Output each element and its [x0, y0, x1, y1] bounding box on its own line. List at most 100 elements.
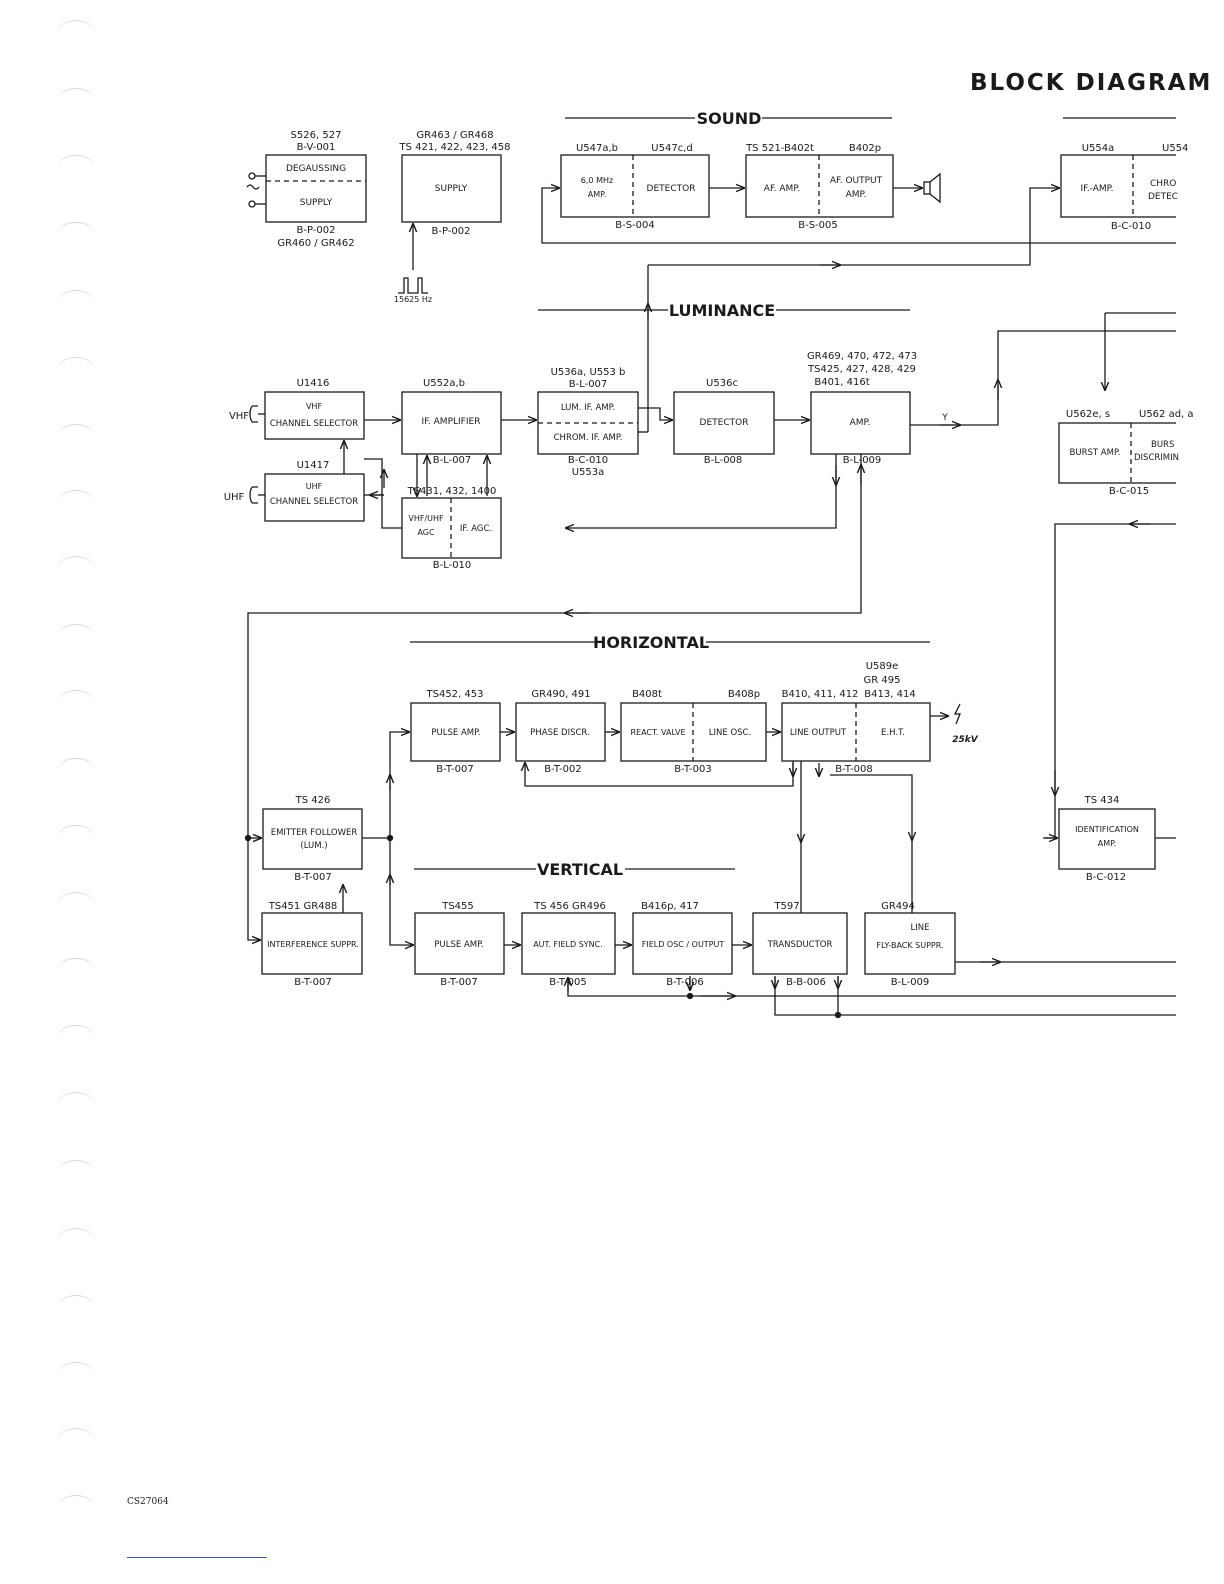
- block-ref: TS431, 432, 1400: [407, 486, 497, 497]
- punch-hole: [58, 1428, 94, 1451]
- transductor-block: [752, 912, 848, 975]
- block-ref: U562e, s: [1066, 409, 1110, 420]
- block-ref: B-P-002: [297, 225, 336, 236]
- block-label: IF. AMPLIFIER: [422, 417, 481, 427]
- punch-hole: [58, 155, 94, 178]
- block-ref: B-C-012: [1086, 872, 1126, 883]
- vhf-selector-block: [264, 391, 365, 440]
- block-ref: U554a: [1082, 143, 1115, 154]
- block-label: E.H.T.: [881, 728, 905, 738]
- block-ref: B-P-002: [432, 226, 471, 237]
- block-ref: T597: [773, 901, 799, 912]
- block-label: PULSE AMP.: [434, 940, 483, 950]
- block-label: LINE OUTPUT: [790, 728, 847, 738]
- punch-hole: [58, 1362, 94, 1385]
- block-label: FLY-BACK SUPPR.: [876, 941, 943, 950]
- if-amplifier-block: [401, 391, 502, 455]
- field-sync-block: [521, 912, 616, 975]
- block-ref: B-L-009: [843, 455, 882, 466]
- block-label: AUT. FIELD SYNC.: [533, 940, 603, 949]
- block-ref: B-L-008: [704, 455, 743, 466]
- mains-plug-icon: [246, 172, 266, 208]
- block-ref: GR463 / GR468: [416, 130, 493, 141]
- block-ref: U1417: [297, 460, 330, 471]
- block-ref: B-T-002: [544, 764, 581, 775]
- punch-hole: [58, 20, 94, 43]
- block-ref: TS425, 427, 428, 429: [807, 364, 916, 375]
- block-ref: TS 426: [295, 795, 331, 806]
- block-ref: B-T-006: [666, 977, 703, 988]
- section-horizontal: HORIZONTAL: [593, 633, 709, 652]
- block-ref: TS451 GR488: [268, 901, 338, 912]
- punch-hole: [58, 1228, 94, 1251]
- block-label: DEGAUSSING: [286, 164, 346, 174]
- block-label: DETEC: [1148, 192, 1178, 202]
- block-label: UHF: [306, 482, 323, 491]
- interference-block: [261, 912, 363, 975]
- block-label: BURST AMP.: [1070, 448, 1121, 458]
- block-ref: TS455: [441, 901, 474, 912]
- block-ref: U554: [1162, 143, 1188, 154]
- y-signal-label: Y: [941, 413, 948, 423]
- block-label: SUPPLY: [300, 198, 333, 208]
- punch-hole: [58, 958, 94, 981]
- block-label: LINE: [911, 923, 930, 933]
- footer-rule: [127, 1557, 267, 1558]
- block-ref: B408t: [632, 689, 662, 700]
- eht-voltage-label: 25kV: [952, 735, 979, 745]
- block-label: CHANNEL SELECTOR: [270, 419, 358, 429]
- block-label: AF. OUTPUT: [830, 176, 883, 186]
- burst-block: [1058, 422, 1176, 484]
- punch-hole: [58, 222, 94, 245]
- supply-block: [401, 154, 502, 223]
- block-label: VHF/UHF: [408, 514, 444, 523]
- block-ref: B402p: [849, 143, 881, 154]
- block-label: LINE OSC.: [709, 728, 751, 738]
- punch-hole: [58, 556, 94, 579]
- block-ref: GR460 / GR462: [277, 238, 354, 249]
- block-label: AF. AMP.: [764, 184, 800, 194]
- block-ref: B-T-008: [835, 764, 872, 775]
- block-label: VHF: [306, 402, 322, 411]
- punch-hole: [58, 1495, 94, 1518]
- section-vertical: VERTICAL: [537, 860, 623, 879]
- document-code: CS27064: [127, 1497, 169, 1507]
- block-label: REACT. VALVE: [630, 728, 685, 737]
- antenna-connector-icon: [249, 405, 265, 504]
- block-label: CHRO: [1150, 179, 1176, 189]
- block-ref: B-L-009: [891, 977, 930, 988]
- block-label: (LUM.): [300, 841, 327, 851]
- block-label: AMP.: [1098, 839, 1117, 848]
- block-ref: B-T-007: [436, 764, 473, 775]
- block-label: TRANSDUCTOR: [767, 940, 833, 950]
- block-ref: B-L-007: [433, 455, 472, 466]
- uhf-label: UHF: [224, 492, 245, 503]
- section-sound: SOUND: [697, 109, 762, 128]
- pulse-waveform-icon: [398, 277, 428, 294]
- punch-hole: [58, 1092, 94, 1115]
- block-label: DETECTOR: [647, 184, 696, 194]
- block-ref: B-S-005: [798, 220, 838, 231]
- flyback-block: [864, 912, 956, 975]
- block-label: BURS: [1151, 440, 1174, 450]
- block-label: IDENTIFICATION: [1075, 825, 1139, 834]
- block-ref: U536c: [706, 378, 738, 389]
- block-label: IF.-AMP.: [1080, 184, 1113, 194]
- block-label: CHROM. IF. AMP.: [554, 433, 623, 443]
- detector-block: [673, 391, 775, 455]
- block-label: AGC: [417, 528, 435, 537]
- block-ref: B416p, 417: [641, 901, 699, 912]
- block-ref: TS 421, 422, 423, 458: [398, 142, 510, 153]
- pulse-amp-v-block: [414, 912, 505, 975]
- sound-if-block: [560, 154, 710, 218]
- block-ref: B-L-007: [569, 379, 608, 390]
- block-ref: GR469, 470, 472, 473: [807, 351, 917, 362]
- identification-block: [1058, 808, 1156, 870]
- block-ref: U1416: [297, 378, 330, 389]
- punch-hole: [58, 1160, 94, 1183]
- block-ref: TS 521-B402t: [745, 143, 814, 154]
- block-ref: S526, 527: [291, 130, 342, 141]
- block-ref: GR 495: [864, 675, 901, 686]
- block-ref: B-V-001: [297, 142, 336, 153]
